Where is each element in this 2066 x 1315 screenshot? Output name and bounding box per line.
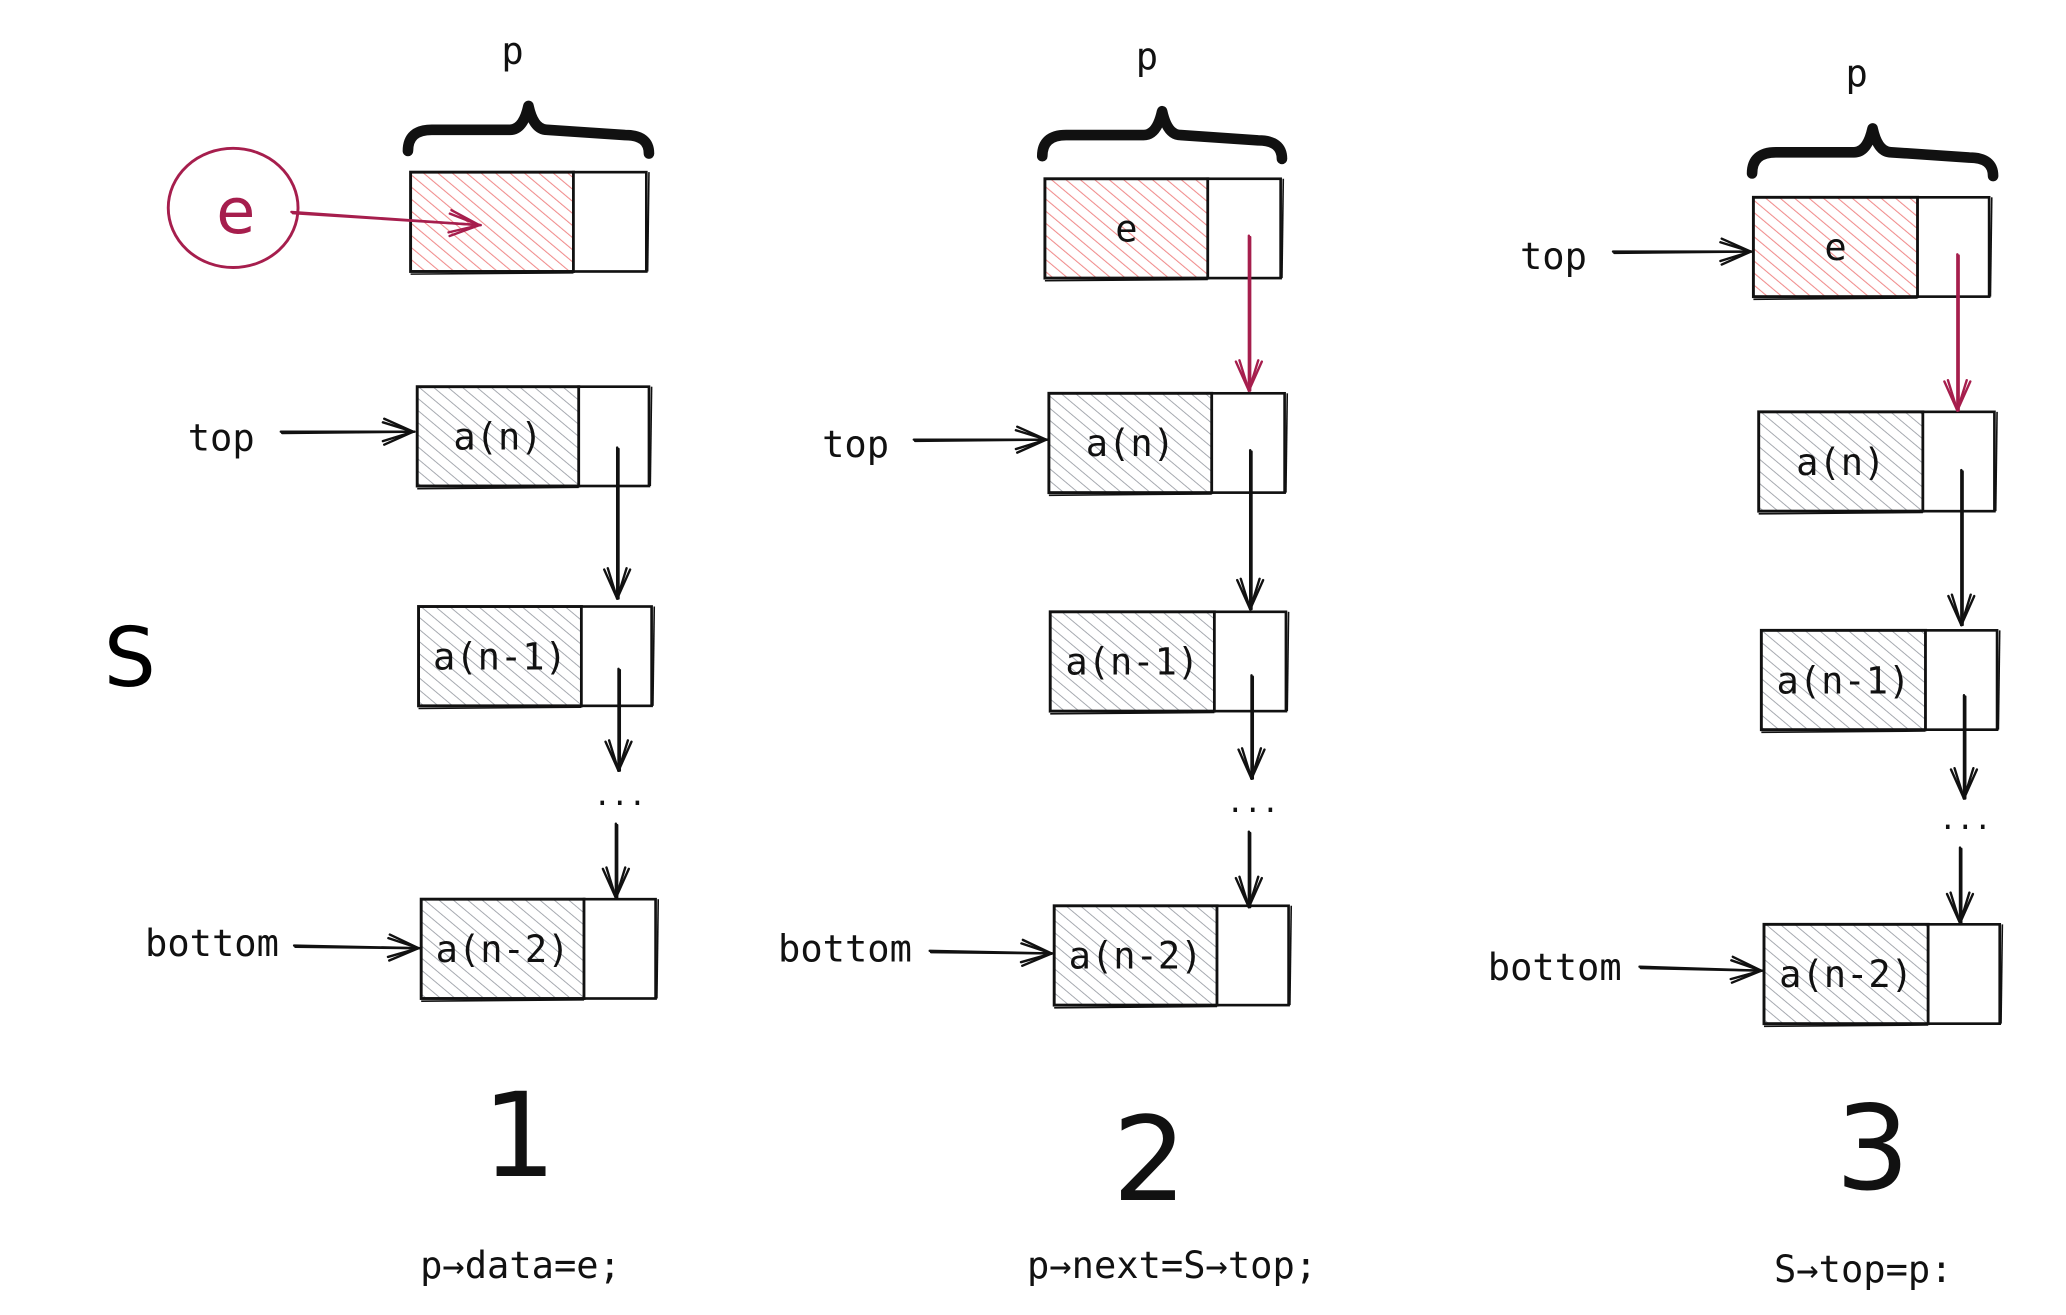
pointer-brace: [1746, 123, 1999, 182]
data-field: [1052, 904, 1219, 1007]
next-field: [577, 385, 651, 488]
next-field: [1210, 391, 1286, 494]
node-label: a(n-1): [1777, 659, 1911, 702]
next-field: [582, 897, 657, 1000]
node-label: a(n-2): [436, 928, 570, 971]
data-field: [1047, 391, 1214, 495]
step-panel-1: p top a(n) a(n-1) a(n-2)... bottom 1 p→data=e;: [145, 30, 660, 1287]
next-field: [1916, 195, 1991, 298]
step-number: 2: [1112, 1093, 1186, 1228]
next-field: [580, 605, 653, 708]
top-label: top: [822, 423, 889, 466]
step-code: p→data=e;: [420, 1244, 621, 1287]
next-field: [1926, 923, 2002, 1025]
stack-node: a(n-1): [1048, 610, 1290, 715]
ellipsis: ...: [1939, 802, 1992, 836]
next-pointer-arrow: [1234, 830, 1264, 909]
next-pointer-arrow: [1947, 468, 1976, 627]
next-pointer-arrow: [1945, 846, 1975, 925]
data-field: [1762, 922, 1930, 1026]
next-pointer-arrow: [1237, 674, 1266, 780]
next-field: [1215, 904, 1290, 1007]
node-label: a(n): [1796, 441, 1885, 484]
bottom-label: bottom: [1488, 946, 1622, 989]
next-pointer-arrow: [1949, 694, 1979, 800]
node-label: a(n): [1086, 422, 1175, 465]
new-next-pointer-arrow: [1234, 234, 1264, 392]
data-field: [415, 385, 581, 488]
step-panel-2: p e top a(n) a(n-1) a(n-2)... bottom 2 p→next=S→…: [778, 35, 1317, 1287]
element-circle: [166, 146, 300, 269]
node-label: a(n-2): [1779, 953, 1913, 996]
stack-node: a(n-2): [1762, 922, 2004, 1028]
next-pointer-arrow: [604, 667, 633, 772]
next-field: [1213, 610, 1288, 713]
next-pointer-arrow: [1236, 449, 1265, 611]
next-field: [1924, 629, 1999, 731]
ellipsis: ...: [1227, 785, 1280, 819]
element-e-label: e: [216, 174, 255, 248]
new-next-pointer-arrow: [1943, 253, 1972, 412]
next-pointer-arrow: [601, 822, 631, 900]
ellipsis: ...: [594, 778, 647, 812]
stack-node: a(n): [415, 385, 653, 490]
node-label: a(n-1): [433, 635, 567, 678]
top-pointer-arrow: [279, 417, 416, 446]
data-field: [419, 897, 586, 1000]
next-pointer-arrow: [603, 446, 632, 600]
next-field: [572, 170, 648, 273]
step-number: 1: [482, 1069, 556, 1204]
new-node-p: e: [1751, 195, 1993, 301]
node-label: e: [1824, 226, 1846, 269]
node-label: a(n-1): [1065, 641, 1199, 684]
stack-label: S: [104, 611, 156, 706]
stack-node: a(n-2): [419, 897, 660, 1002]
next-field: [1206, 177, 1282, 280]
stack-node: a(n): [1047, 391, 1289, 497]
node-label: a(n): [453, 416, 542, 459]
top-label: top: [1520, 235, 1587, 278]
step-panel-3: p e top a(n) a(n-1) a(n-2)... bottom 3S→top=p:: [1488, 52, 2004, 1291]
bottom-pointer-arrow: [292, 933, 422, 962]
new-node-p: e: [1043, 177, 1285, 282]
pointer-p-label: p: [501, 30, 523, 73]
stack-node: a(n): [1757, 410, 1998, 515]
step-number: 3: [1836, 1082, 1910, 1217]
stack-node: a(n-1): [417, 605, 656, 710]
step-code: S→top=p:: [1774, 1248, 1953, 1291]
data-field: [1048, 610, 1216, 713]
assign-data-arrow: [290, 208, 482, 238]
bottom-label: bottom: [778, 927, 912, 970]
pointer-p-label: p: [1136, 35, 1158, 78]
bottom-pointer-arrow: [1638, 955, 1764, 984]
bottom-pointer-arrow: [928, 938, 1055, 967]
top-label: top: [188, 416, 255, 459]
next-field: [1921, 410, 1996, 513]
pointer-brace: [402, 100, 655, 159]
new-element-e: e: [166, 146, 482, 269]
node-label: e: [1115, 208, 1137, 251]
bottom-label: bottom: [145, 922, 279, 965]
stack-node: a(n-2): [1052, 904, 1293, 1009]
step-code: p→next=S→top;: [1027, 1244, 1317, 1287]
data-field: [417, 605, 583, 708]
stack-node: a(n-1): [1759, 628, 2001, 734]
top-pointer-arrow: [912, 425, 1049, 454]
pointer-brace: [1036, 105, 1288, 165]
pointer-p-label: p: [1846, 52, 1868, 95]
node-label: a(n-2): [1069, 935, 1203, 978]
top-pointer-arrow: [1611, 237, 1754, 266]
